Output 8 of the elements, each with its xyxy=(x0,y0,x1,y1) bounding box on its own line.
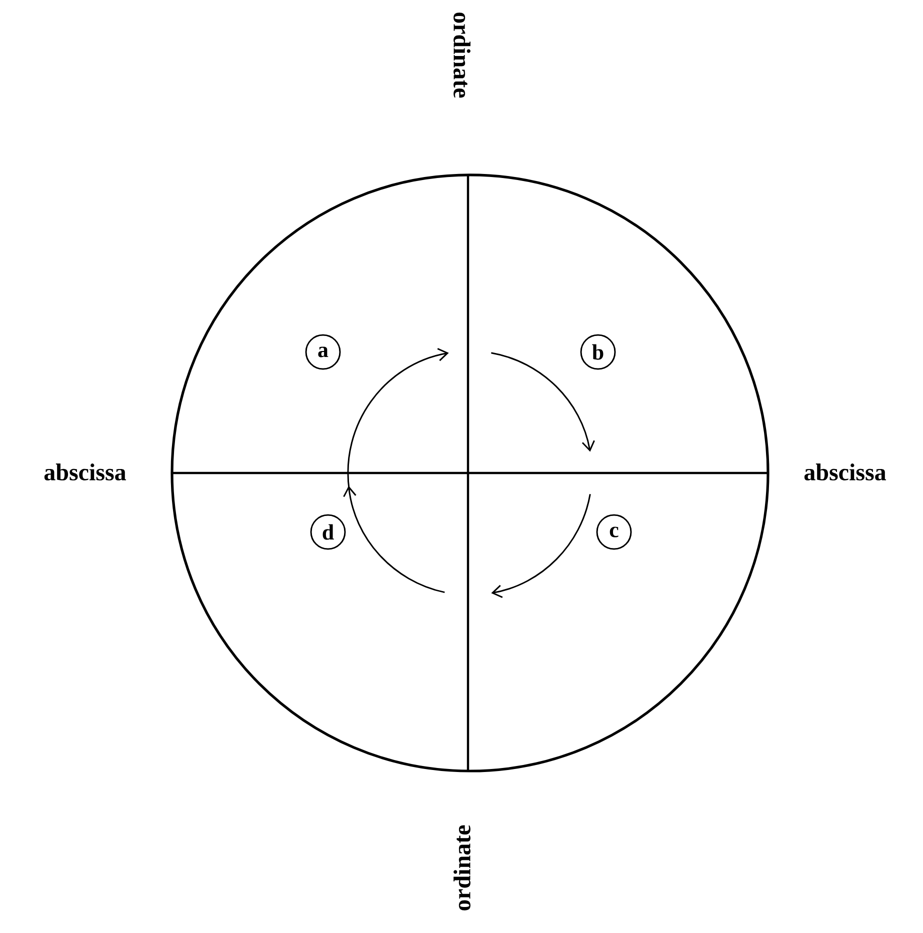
circled-letter: c xyxy=(596,514,632,550)
circled-letter: b xyxy=(580,334,616,370)
circled-letter: a xyxy=(305,334,341,370)
axis-label: abscissa xyxy=(804,464,886,480)
axis-label: abscissa xyxy=(44,464,126,480)
axis-label: ordinate xyxy=(454,12,470,98)
axis-label: ordinate xyxy=(454,825,470,910)
circled-letter: d xyxy=(310,514,346,550)
